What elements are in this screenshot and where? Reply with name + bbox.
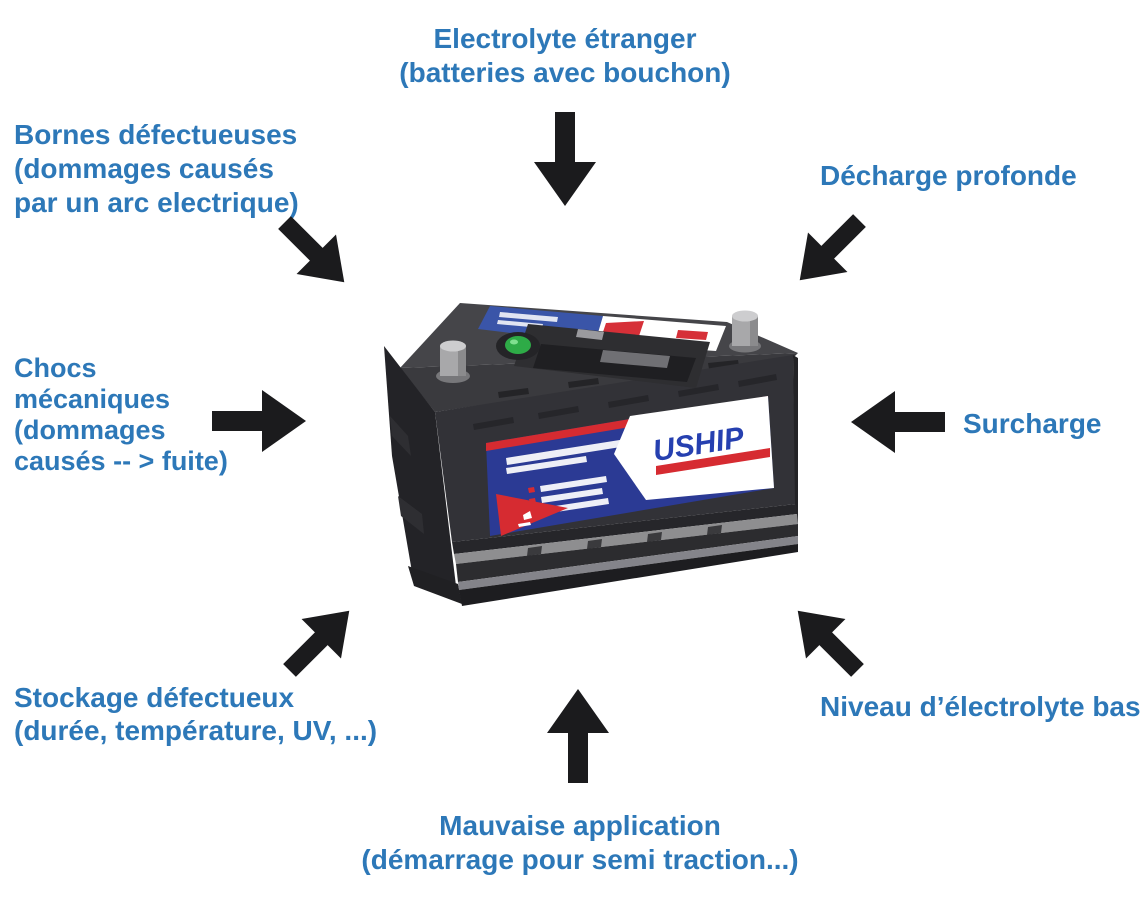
label-chocs-mecaniques: Chocs mécaniques (dommages causés -- > f… (14, 353, 228, 477)
label-line: Mauvaise application (439, 810, 721, 841)
label-line: (durée, température, UV, ...) (14, 715, 378, 746)
label-line: Bornes défectueuses (14, 119, 298, 150)
label-line: (démarrage pour semi traction...) (361, 844, 799, 875)
arrow-up-right-icon (268, 588, 371, 691)
label-line: Chocs (14, 353, 97, 383)
label-line: Décharge profonde (820, 160, 1077, 191)
arrow-down-icon (532, 112, 598, 208)
battery-front-label: USHIP (486, 396, 774, 536)
arrow-right-icon (212, 388, 308, 454)
label-line: Surcharge (963, 408, 1102, 439)
arrow-left-icon (849, 389, 945, 455)
label-line: (dommages (14, 415, 166, 445)
battery-illustration: USHIP (384, 303, 798, 606)
label-stockage-defectueux: Stockage défectueux (durée, température,… (14, 681, 377, 747)
label-decharge-profonde: Décharge profonde (820, 159, 1077, 193)
label-line: mécaniques (14, 384, 171, 414)
label-line: par un arc electrique) (14, 187, 299, 218)
battery-left-end (384, 346, 462, 604)
label-line: causés -- > fuite) (14, 446, 228, 476)
label-niveau-electrolyte-bas: Niveau d’électrolyte bas (820, 690, 1141, 724)
label-line: Niveau d’électrolyte bas (820, 691, 1141, 722)
label-mauvaise-application: Mauvaise application (démarrage pour sem… (320, 809, 840, 877)
battery-terminal-right (729, 310, 761, 353)
battery-base-ribs (452, 504, 798, 606)
battery-terminal-left (436, 340, 470, 383)
label-surcharge: Surcharge (963, 407, 1102, 441)
label-bornes-defectueuses: Bornes défectueuses (dommages causés par… (14, 118, 299, 220)
label-electrolyte-etranger: Electrolyte étranger (batteries avec bou… (330, 22, 800, 90)
label-line: Electrolyte étranger (433, 23, 697, 54)
charge-indicator-eye (496, 332, 540, 360)
label-red-pennant (496, 494, 568, 536)
label-line: (dommages causés (14, 153, 274, 184)
arrow-up-icon (545, 687, 611, 783)
label-line: (batteries avec bouchon) (399, 57, 731, 88)
label-line: Stockage défectueux (14, 682, 295, 713)
battery-handle-recess (514, 324, 710, 388)
arrow-down-left-icon (777, 199, 880, 302)
